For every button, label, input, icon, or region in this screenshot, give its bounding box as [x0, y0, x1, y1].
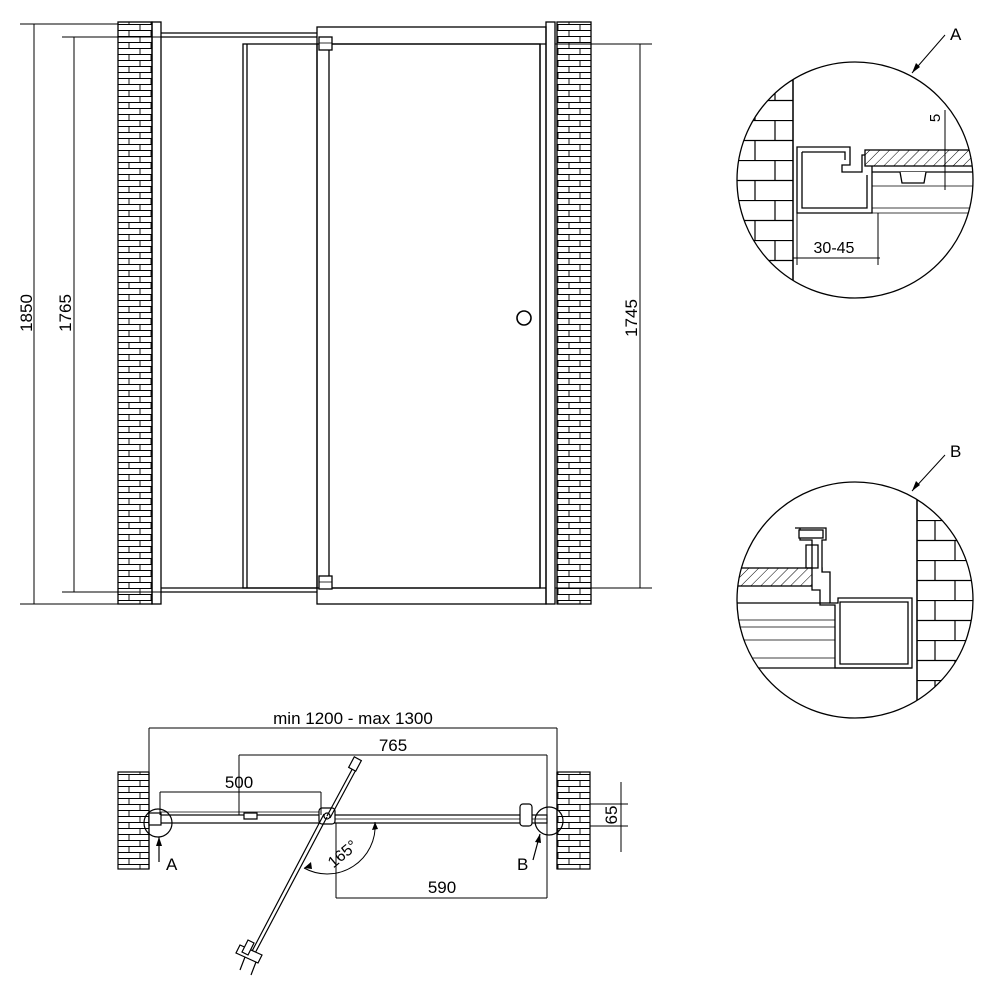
plan-dimensions [148, 727, 628, 899]
callout-a-label: A [166, 855, 178, 874]
plan-right-wall [556, 771, 591, 870]
plan-door-open [235, 756, 363, 976]
elevation-view [20, 21, 652, 605]
left-wall-profile [151, 21, 162, 605]
dim-fixed-panel: 500 [225, 773, 253, 792]
dim-depth: 65 [602, 806, 621, 825]
plan-detail-b-circle [534, 806, 564, 836]
detail-b [736, 454, 974, 719]
right-wall-profile [545, 21, 556, 605]
detail-a-dim-gap: 5 [927, 114, 944, 122]
plan-right-profile [519, 803, 533, 827]
door-knob [516, 310, 532, 326]
plan-detail-a-circle [143, 808, 173, 838]
door-panel [316, 26, 547, 605]
detail-a-title: A [950, 25, 962, 44]
height-dimensions [20, 23, 652, 605]
left-wall-bricks [117, 21, 153, 605]
right-wall-bricks [556, 21, 592, 605]
detail-a-wall-profile [796, 146, 873, 214]
plan-fixed-panel [148, 814, 322, 824]
dim-door-span: 765 [379, 736, 407, 755]
dim-fixed-panel-height: 1765 [56, 294, 75, 332]
dim-angle: 165° [325, 837, 361, 871]
plan-view [117, 727, 628, 976]
detail-a-glass [864, 149, 973, 167]
dim-total-height: 1850 [17, 294, 36, 332]
dim-width-range: min 1200 - max 1300 [273, 709, 433, 728]
bottom-hinge [318, 575, 333, 590]
door-glass [328, 43, 541, 589]
detail-b-title: B [950, 442, 961, 461]
detail-a [736, 34, 974, 299]
fixed-panel-glass [242, 43, 318, 589]
detail-a-dim-adjust: 30-45 [814, 240, 855, 257]
plan-angle-arc [303, 821, 376, 875]
top-hinge [318, 36, 333, 51]
callout-b-label: B [517, 855, 528, 874]
detail-b-glass [737, 567, 823, 587]
dim-opening: 590 [428, 878, 456, 897]
dim-door-height: 1745 [622, 299, 641, 337]
detail-b-magnet-profile [795, 527, 913, 669]
